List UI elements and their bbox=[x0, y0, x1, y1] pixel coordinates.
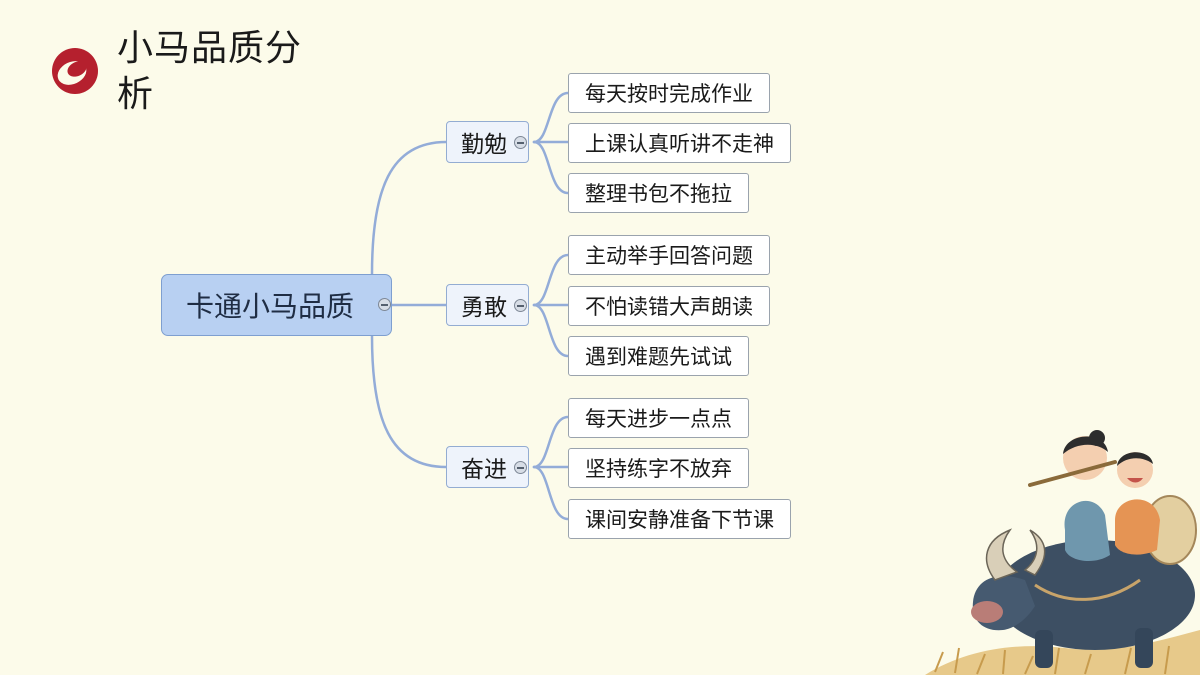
leaf-node[interactable]: 每天按时完成作业 bbox=[568, 73, 770, 113]
link-b3-leaf-3 bbox=[532, 465, 570, 521]
leaf-label: 上课认真听讲不走神 bbox=[585, 132, 774, 156]
branch-node-diligence[interactable]: 勤勉 bbox=[446, 121, 529, 163]
branch-label: 奋进 bbox=[461, 457, 507, 483]
mindmap-root-node[interactable]: 卡通小马品质 bbox=[161, 274, 392, 336]
leaf-node[interactable]: 坚持练字不放弃 bbox=[568, 448, 749, 488]
swirl-logo-icon bbox=[52, 48, 98, 94]
leaf-label: 坚持练字不放弃 bbox=[585, 457, 732, 481]
leaf-label: 不怕读错大声朗读 bbox=[585, 295, 753, 319]
leaf-node[interactable]: 上课认真听讲不走神 bbox=[568, 123, 791, 163]
leaf-node[interactable]: 不怕读错大声朗读 bbox=[568, 286, 770, 326]
link-b2-leaf-3 bbox=[532, 303, 570, 358]
buffalo-children-illustration bbox=[925, 430, 1200, 675]
minus-circle-icon[interactable] bbox=[514, 461, 527, 474]
leaf-node[interactable]: 遇到难题先试试 bbox=[568, 336, 749, 376]
leaf-node[interactable]: 课间安静准备下节课 bbox=[568, 499, 791, 539]
leaf-label: 整理书包不拖拉 bbox=[585, 182, 732, 206]
root-label: 卡通小马品质 bbox=[186, 290, 355, 323]
minus-circle-icon[interactable] bbox=[514, 136, 527, 149]
leaf-label: 遇到难题先试试 bbox=[585, 345, 732, 369]
branch-label: 勤勉 bbox=[461, 132, 507, 158]
link-root-branch-1 bbox=[370, 140, 448, 276]
link-b1-leaf-1 bbox=[532, 91, 570, 144]
link-root-branch-3 bbox=[370, 334, 448, 469]
leaf-label: 每天进步一点点 bbox=[585, 407, 732, 431]
leaf-node[interactable]: 每天进步一点点 bbox=[568, 398, 749, 438]
leaf-node[interactable]: 整理书包不拖拉 bbox=[568, 173, 749, 213]
link-b2-leaf-1 bbox=[532, 253, 570, 307]
leaf-label: 每天按时完成作业 bbox=[585, 82, 753, 106]
minus-circle-icon[interactable] bbox=[514, 299, 527, 312]
minus-circle-icon[interactable] bbox=[378, 298, 391, 311]
leaf-node[interactable]: 主动举手回答问题 bbox=[568, 235, 770, 275]
link-b1-leaf-3 bbox=[532, 140, 570, 195]
link-b3-leaf-1 bbox=[532, 415, 570, 469]
leaf-label: 主动举手回答问题 bbox=[585, 244, 753, 268]
branch-label: 勇敢 bbox=[461, 295, 507, 321]
leaf-label: 课间安静准备下节课 bbox=[585, 508, 774, 532]
page-title: 小马品质分析 bbox=[117, 28, 303, 115]
